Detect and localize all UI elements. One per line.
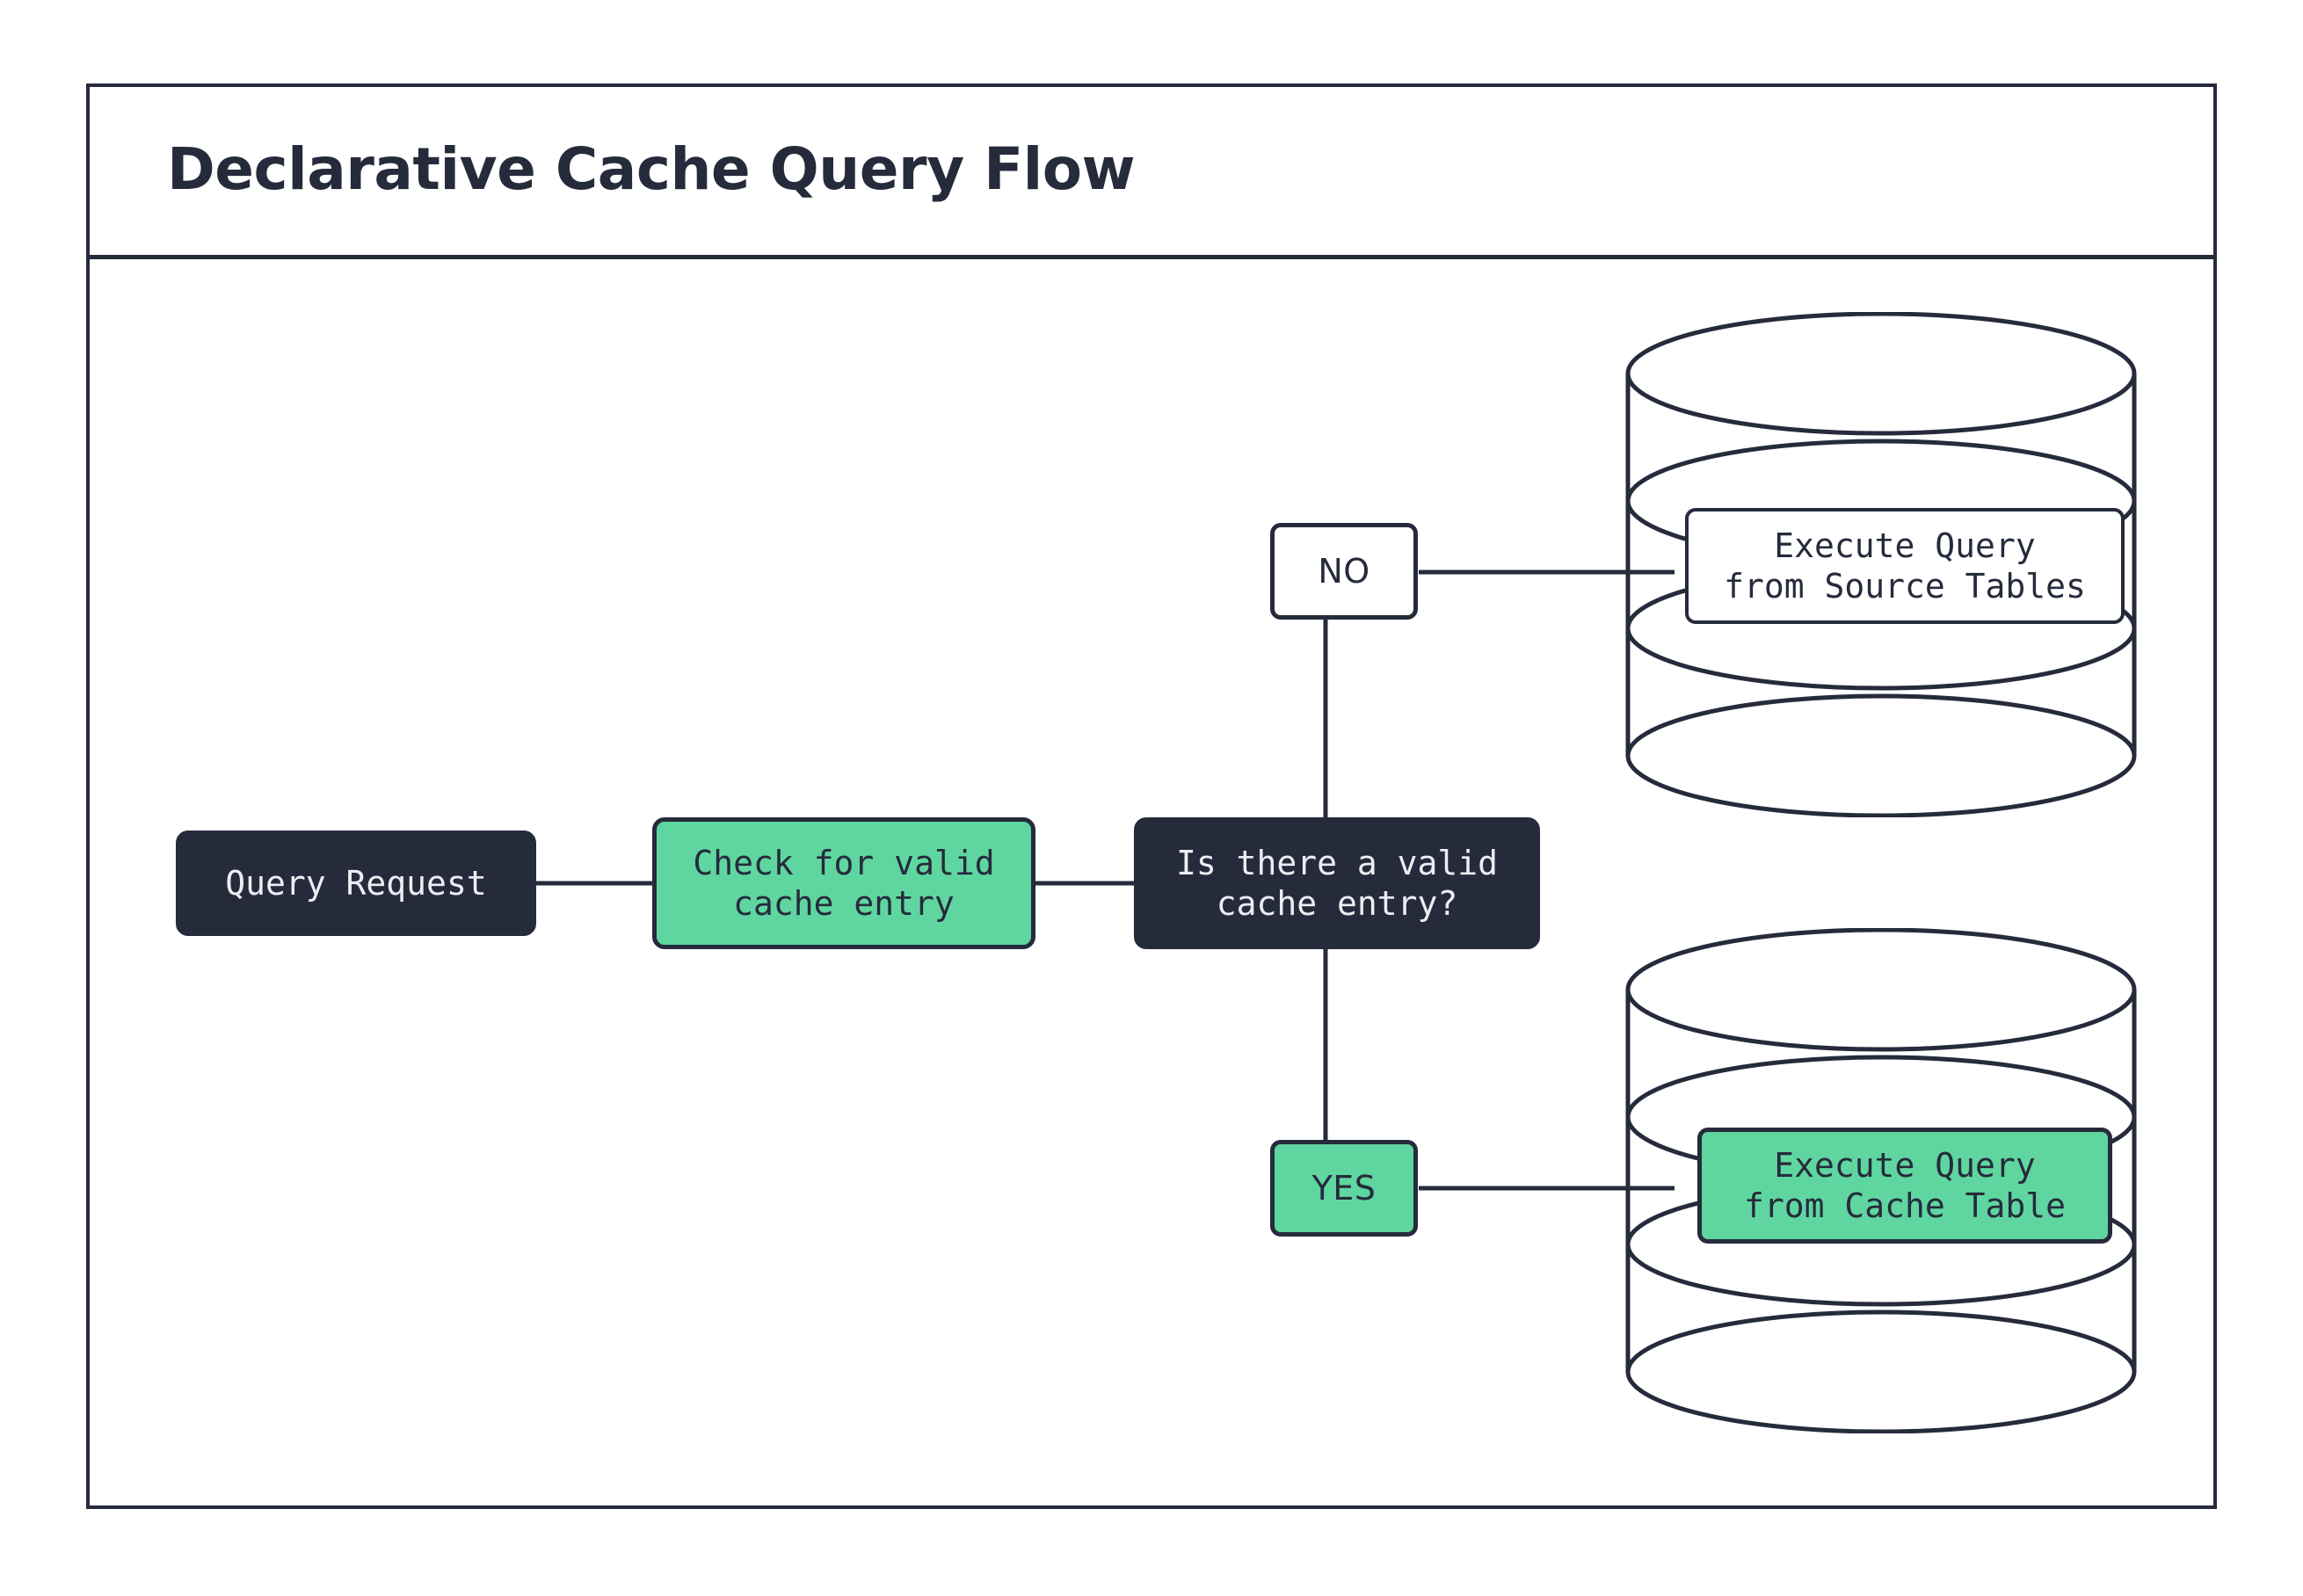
edge-label-no-text: NO xyxy=(1318,552,1370,591)
node-decision-label: Is there a valid cache entry? xyxy=(1175,843,1499,923)
source-tables-label-box[interactable]: Execute Query from Source Tables xyxy=(1685,508,2125,624)
node-check-cache-entry[interactable]: Check for valid cache entry xyxy=(652,817,1035,949)
source-tables-database-cylinder xyxy=(1622,312,2140,817)
cache-table-label-box[interactable]: Execute Query from Cache Table xyxy=(1697,1128,2112,1244)
page-title: Declarative Cache Query Flow xyxy=(167,135,1136,203)
database-cylinder-icon xyxy=(1625,312,2137,817)
diagram-title-bar: Declarative Cache Query Flow xyxy=(86,83,2217,259)
cache-table-label: Execute Query from Cache Table xyxy=(1743,1145,2067,1225)
edge-label-yes-text: YES xyxy=(1311,1169,1377,1208)
node-check-cache-entry-label: Check for valid cache entry xyxy=(693,843,995,923)
edge-label-yes[interactable]: YES xyxy=(1270,1140,1418,1237)
node-query-request[interactable]: Query Request xyxy=(176,831,536,936)
source-tables-label: Execute Query from Source Tables xyxy=(1724,526,2086,606)
edge-label-no[interactable]: NO xyxy=(1270,523,1418,620)
node-decision-valid-cache-entry[interactable]: Is there a valid cache entry? xyxy=(1134,817,1540,949)
node-query-request-label: Query Request xyxy=(225,863,487,903)
